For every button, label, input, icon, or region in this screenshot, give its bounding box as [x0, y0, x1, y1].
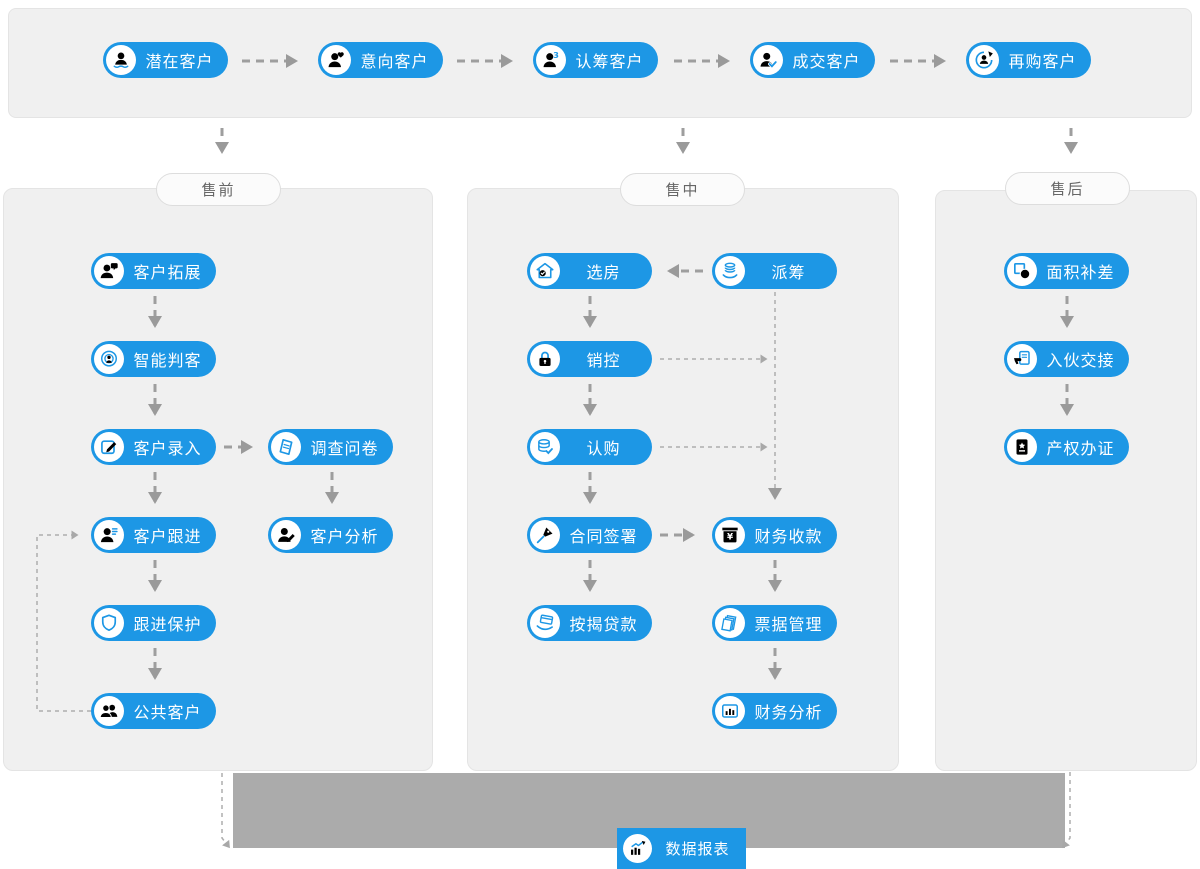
- person-pencil-icon: [271, 520, 301, 550]
- node-subscription-customer[interactable]: 认筹客户: [533, 42, 658, 78]
- chart-up-icon: [623, 834, 652, 863]
- yen-box-icon: [715, 520, 745, 550]
- node-deal-customer[interactable]: 成交客户: [750, 42, 875, 78]
- document-icon: [271, 432, 301, 462]
- pen-nib-icon: [530, 520, 560, 550]
- target-person-icon: [94, 344, 124, 374]
- node-area-adjustment[interactable]: 面积补差: [1004, 253, 1129, 289]
- area-shapes-icon: [1007, 256, 1037, 286]
- certificate-star-icon: [1007, 432, 1037, 462]
- node-intent-customer[interactable]: 意向客户: [318, 42, 443, 78]
- node-customer-followup[interactable]: 客户跟进: [91, 517, 216, 553]
- tab-midsale: 售中: [620, 173, 745, 206]
- node-customer-entry[interactable]: 客户录入: [91, 429, 216, 465]
- tab-aftersale: 售后: [1005, 172, 1130, 205]
- person-refresh-icon: [969, 45, 999, 75]
- node-mortgage-loan[interactable]: 按揭贷款: [527, 605, 652, 641]
- person-check-icon: [753, 45, 783, 75]
- coins-hand-icon: [715, 256, 745, 286]
- presale-panel: [3, 188, 433, 771]
- people-icon: [94, 696, 124, 726]
- database-check-icon: [530, 432, 560, 462]
- person-wave-icon: [106, 45, 136, 75]
- node-customer-analysis[interactable]: 客户分析: [268, 517, 393, 553]
- chart-frame-icon: [715, 696, 745, 726]
- node-data-report[interactable]: 数据报表: [617, 828, 746, 869]
- tab-presale: 售前: [156, 173, 281, 206]
- sheets-icon: [715, 608, 745, 638]
- person-heart-icon: [321, 45, 351, 75]
- node-subscribe[interactable]: 认购: [527, 429, 652, 465]
- node-survey[interactable]: 调查问卷: [268, 429, 393, 465]
- card-hand-icon: [530, 608, 560, 638]
- node-potential-customer[interactable]: 潜在客户: [103, 42, 228, 78]
- node-sales-control[interactable]: 销控: [527, 341, 652, 377]
- node-followup-protection[interactable]: 跟进保护: [91, 605, 216, 641]
- node-public-customer[interactable]: 公共客户: [91, 693, 216, 729]
- node-smart-qualification[interactable]: 智能判客: [91, 341, 216, 377]
- node-finance-collection[interactable]: 财务收款: [712, 517, 837, 553]
- node-invoice-management[interactable]: 票据管理: [712, 605, 837, 641]
- line-presale-to-reports: [221, 773, 230, 849]
- person-3-icon: [536, 45, 566, 75]
- doc-hand-icon: [1007, 344, 1037, 374]
- house-check-icon: [530, 256, 560, 286]
- node-chip-distribution[interactable]: 派筹: [712, 253, 837, 289]
- edit-square-icon: [94, 432, 124, 462]
- node-contract-signing[interactable]: 合同签署: [527, 517, 652, 553]
- person-list-icon: [94, 520, 124, 550]
- node-customer-expansion[interactable]: 客户拓展: [91, 253, 216, 289]
- node-title-certificate[interactable]: 产权办证: [1004, 429, 1129, 465]
- shield-icon: [94, 608, 124, 638]
- node-house-selection[interactable]: 选房: [527, 253, 652, 289]
- node-handover[interactable]: 入伙交接: [1004, 341, 1129, 377]
- node-finance-analysis[interactable]: 财务分析: [712, 693, 837, 729]
- lock-icon: [530, 344, 560, 374]
- person-chat-icon: [94, 256, 124, 286]
- node-repurchase-customer[interactable]: 再购客户: [966, 42, 1091, 78]
